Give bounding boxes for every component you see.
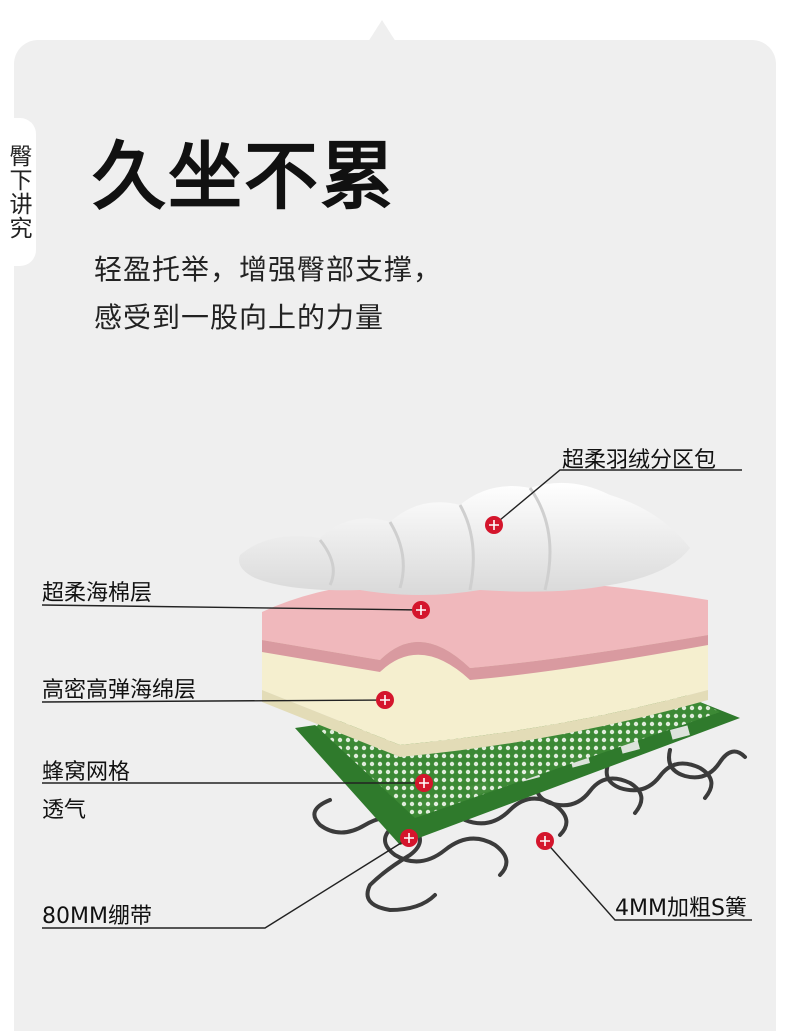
label-down-pack: 超柔羽绒分区包: [562, 448, 717, 473]
callout-lines: [41, 469, 752, 929]
page-title: 久坐不累: [92, 134, 396, 220]
subtitle-line-1: 轻盈托举，增强臀部支撑，: [94, 253, 443, 286]
soft-foam-layer: [262, 579, 708, 680]
label-soft-foam: 超柔海棉层: [42, 581, 153, 606]
label-strap: 80MM绷带: [42, 904, 152, 929]
down-pack-layer: [239, 482, 690, 595]
marker-down-icon: [485, 516, 503, 534]
callout-markers: [376, 516, 554, 850]
label-hd-foam: 高密高弹海绵层: [42, 678, 197, 703]
marker-hd-foam-icon: [376, 691, 394, 709]
marker-mesh-icon: [415, 774, 433, 792]
label-spring: 4MM加粗S簧: [615, 896, 747, 921]
side-tab-text: 臀下讲究: [5, 144, 31, 240]
side-tab: 臀下讲究: [0, 118, 36, 266]
marker-soft-foam-icon: [412, 601, 430, 619]
card-notch: [368, 20, 396, 42]
label-mesh-breathable: 透气: [42, 798, 87, 823]
label-mesh: 蜂窝网格: [42, 760, 131, 785]
subtitle-line-2: 感受到一股向上的力量: [94, 301, 385, 334]
marker-strap-icon: [400, 829, 418, 847]
marker-spring-icon: [536, 832, 554, 850]
